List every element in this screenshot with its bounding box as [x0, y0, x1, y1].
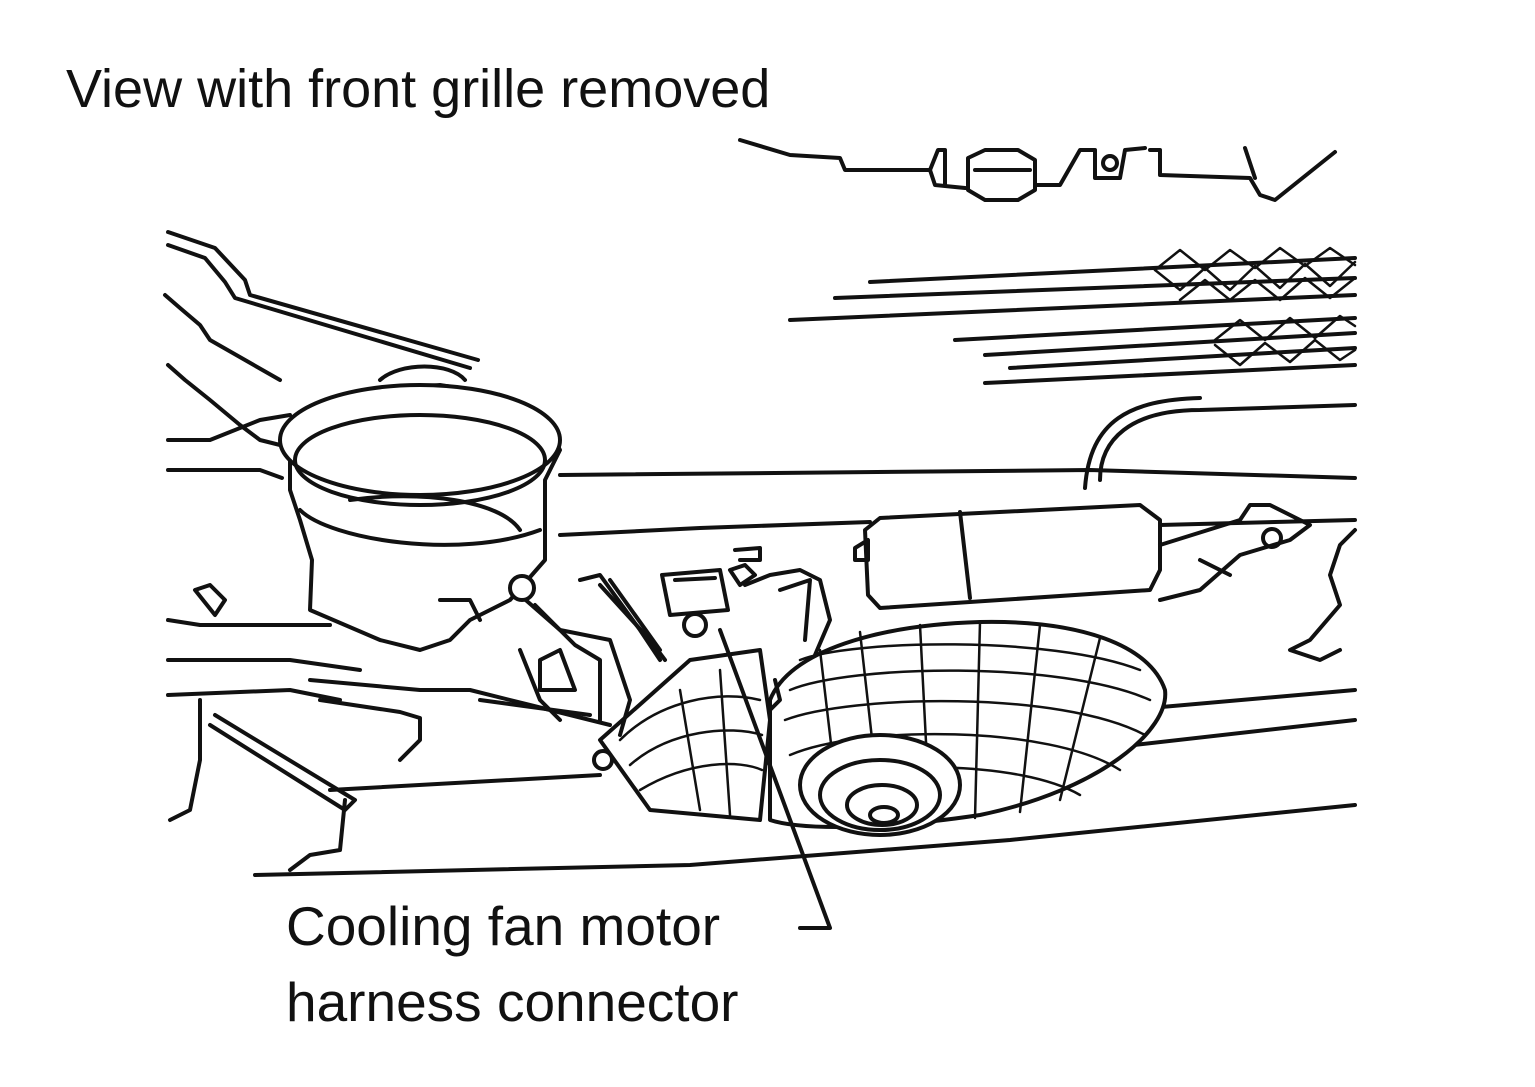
callout-line-2: harness connector — [286, 971, 739, 1033]
diagram-title: View with front grille removed — [66, 59, 771, 119]
left-support-frame — [163, 230, 480, 480]
callout-line-1: Cooling fan motor — [286, 895, 721, 957]
horn — [278, 364, 562, 652]
radiator-core-lines — [788, 246, 1357, 385]
wiring-harness — [308, 568, 832, 762]
fan-motor-hub — [798, 733, 962, 837]
right-bracket — [1158, 503, 1357, 662]
harness-connector — [660, 546, 762, 638]
leader-line — [718, 628, 832, 930]
left-fan-guard — [592, 648, 772, 822]
relay-box — [853, 503, 1162, 610]
callout-label: Cooling fan motor harness connector — [286, 888, 739, 1040]
upper-bracket-with-nut — [738, 138, 1337, 202]
crossmember — [558, 396, 1357, 537]
